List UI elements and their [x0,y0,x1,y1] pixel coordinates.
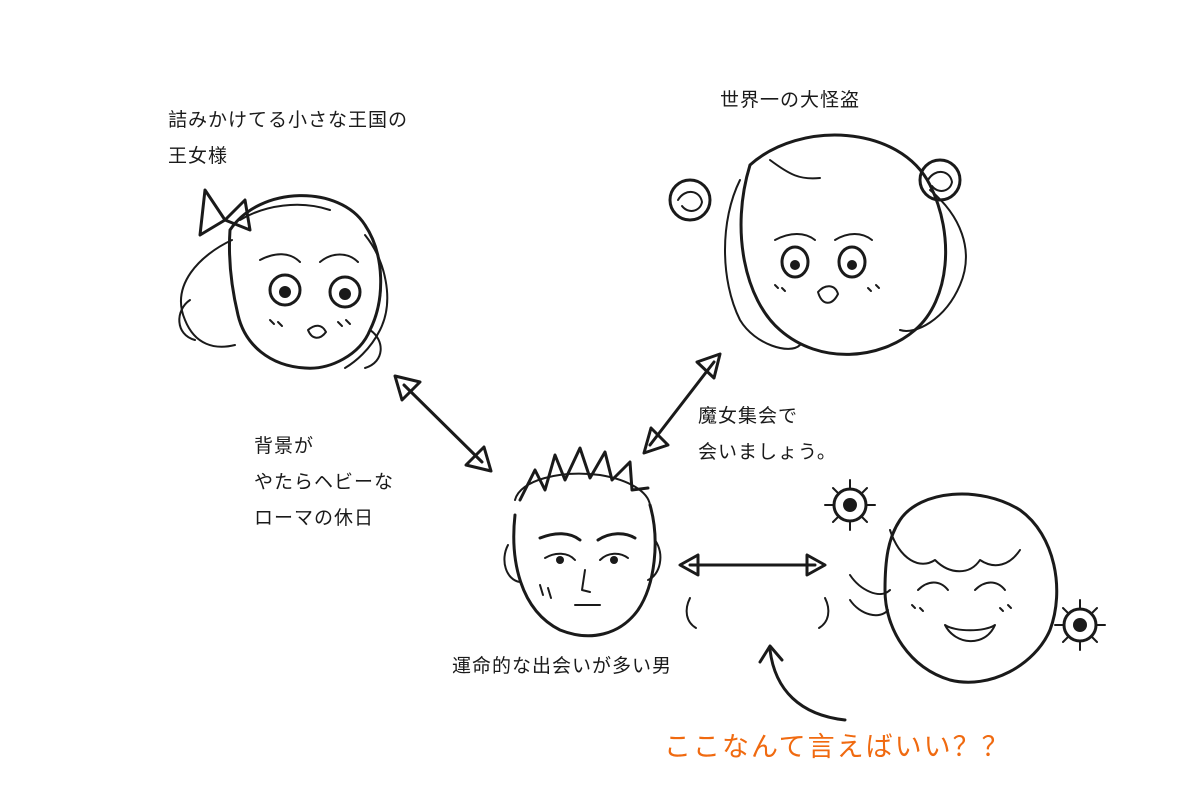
witch-label-line-2: 会いましょう。 [698,434,837,470]
princess-label-line-1: 詰みかけてる小さな王国の [168,102,408,138]
roman-holiday-label-line-2: やたらヘビーな [254,464,394,500]
bracket-marks [687,598,829,628]
princess-label-line-2: 王女様 [168,138,408,174]
protagonist-label: 運命的な出会いが多い男 [452,648,672,684]
princess-face [179,190,387,368]
roman-holiday-label-line-3: ローマの休日 [254,500,394,536]
arrow-princess-to-man [395,376,491,471]
roman-holiday-label-line-1: 背景が [254,428,394,464]
protagonist-face [504,448,660,636]
witch-label-line-1: 魔女集会で [698,398,837,434]
thief-label: 世界一の大怪盗 [720,82,860,118]
princess-label: 詰みかけてる小さな王国の 王女様 [168,102,408,174]
sunflower-boy-face [825,480,1105,682]
roman-holiday-label: 背景が やたらヘビーな ローマの休日 [254,428,394,536]
thief-face [670,135,966,354]
question-label: ここなんて言えばいい？？ [664,725,1011,764]
question-pointer-arrow [760,646,845,720]
arrow-man-to-boy [680,555,825,575]
witch-label: 魔女集会で 会いましょう。 [698,398,837,470]
